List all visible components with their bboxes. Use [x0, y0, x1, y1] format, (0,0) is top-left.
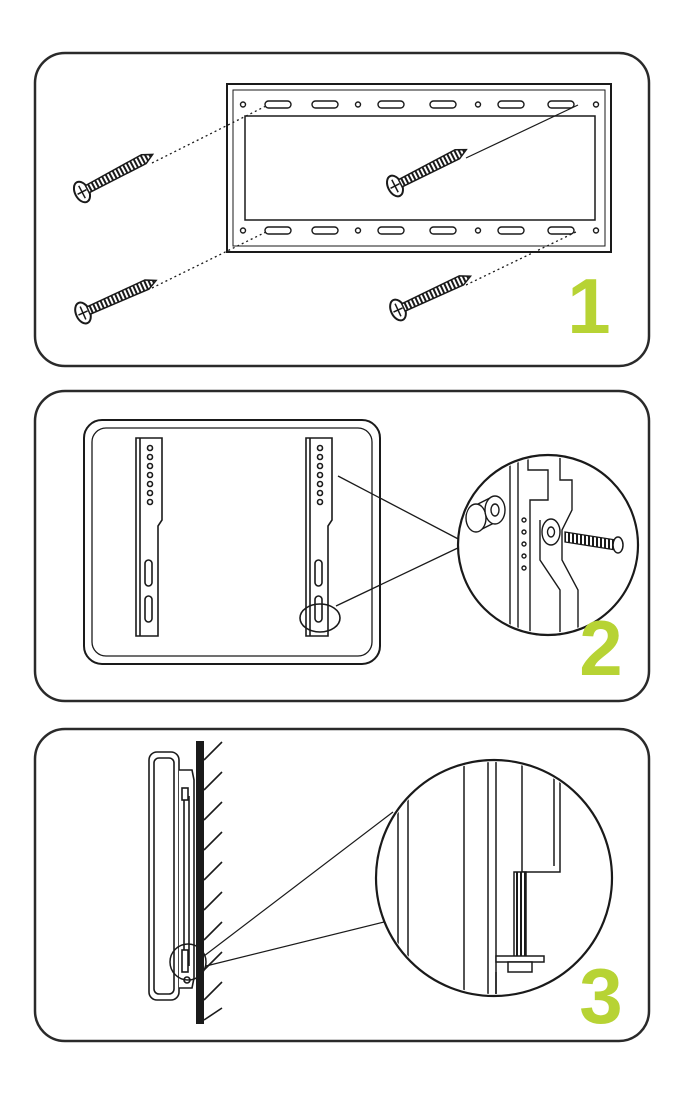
hanger-detail-zoom	[374, 758, 614, 998]
detail-highlight	[169, 943, 207, 981]
callout-line	[203, 811, 394, 957]
tv-side-icon	[148, 751, 195, 1001]
step-3-panel: 3	[33, 727, 651, 1043]
step-number-3: 3	[579, 952, 622, 1040]
step-number-1: 1	[567, 262, 610, 350]
bolt-detail-zoom	[456, 453, 640, 637]
wall-plate-icon	[226, 83, 612, 253]
screw-guide-line-solid	[465, 104, 579, 159]
callout-line	[337, 475, 465, 543]
screw-guide-lines	[151, 104, 579, 289]
tv-bracket-right-icon	[305, 437, 333, 637]
detail-highlight	[299, 603, 341, 633]
bolt-icon	[564, 531, 624, 554]
screw-icon	[74, 279, 158, 325]
tv-bracket-left-icon	[135, 437, 163, 637]
callout-line	[205, 921, 385, 967]
wall-icon	[196, 741, 223, 1024]
callout-line	[335, 545, 463, 607]
screw-icon	[386, 148, 468, 198]
step-1-panel: 1	[33, 51, 651, 368]
step-2-panel: 2	[33, 389, 651, 703]
screw-icon	[389, 275, 473, 322]
screw-icon	[72, 153, 155, 204]
step-number-2: 2	[579, 604, 622, 692]
